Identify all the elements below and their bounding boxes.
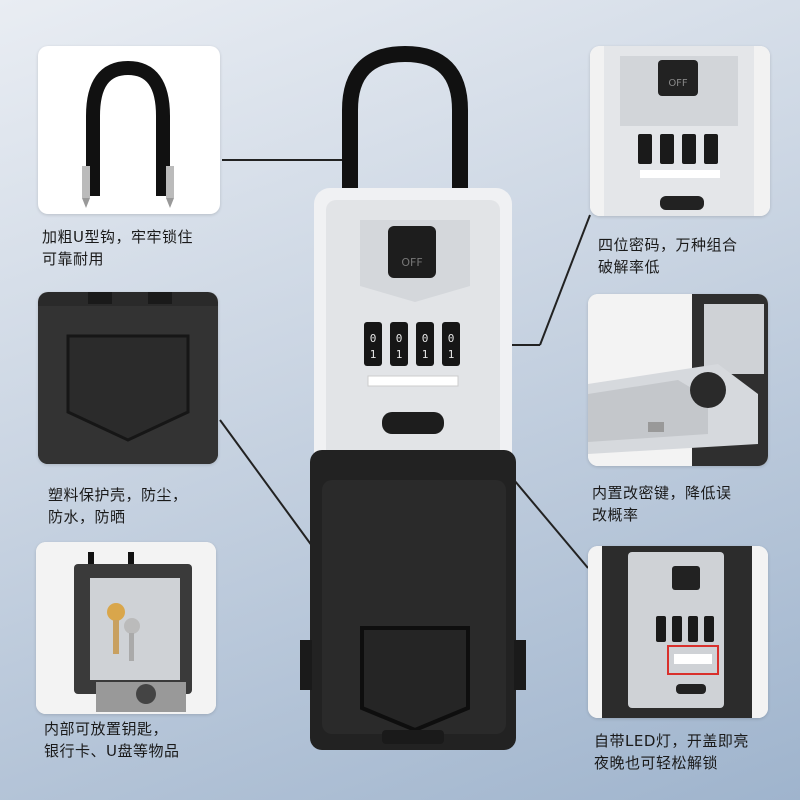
dial-3-digit: 0 xyxy=(422,332,429,345)
reset-key-image xyxy=(588,294,768,466)
dial-4-digit-below: 1 xyxy=(448,348,455,361)
interior-storage-image xyxy=(36,542,216,714)
led-caption-line2: 夜晚也可轻松解锁 xyxy=(594,754,719,772)
dial-3-digit-below: 1 xyxy=(422,348,429,361)
off-knob xyxy=(388,226,436,278)
led-card xyxy=(588,546,768,718)
combination-caption: 四位密码，万种组合 破解率低 xyxy=(598,234,738,278)
shackle xyxy=(342,45,468,190)
storage-caption: 内部可放置钥匙， 银行卡、U盘等物品 xyxy=(44,718,179,762)
reset-card xyxy=(588,294,768,466)
shackle-card xyxy=(38,46,220,214)
cover-release-button xyxy=(382,412,444,434)
dial-2-digit: 0 xyxy=(396,332,403,345)
cover-card xyxy=(38,292,218,464)
led-light-image xyxy=(588,546,768,718)
key-lock-box-image: OFF 0 0 0 0 1 1 1 1 xyxy=(300,45,526,750)
combination-card: OFF xyxy=(590,46,770,216)
combination-dial-image: OFF xyxy=(590,46,770,216)
cover-caption: 塑料保护壳，防尘， 防水，防晒 xyxy=(48,484,188,528)
combination-caption-line1: 四位密码，万种组合 xyxy=(598,236,738,254)
storage-caption-line2: 银行卡、U盘等物品 xyxy=(44,742,180,760)
shackle-caption: 加粗U型钩，牢牢锁住 可靠耐用 xyxy=(42,226,193,270)
dial-1-digit: 0 xyxy=(370,332,377,345)
shackle-caption-line2: 可靠耐用 xyxy=(42,250,105,268)
u-shackle-image xyxy=(82,60,174,208)
storage-caption-line1: 内部可放置钥匙， xyxy=(44,720,169,738)
protective-cover-image xyxy=(38,292,218,464)
led-strip xyxy=(367,375,459,387)
combination-caption-line2: 破解率低 xyxy=(598,258,661,276)
shackle-caption-line1: 加粗U型钩，牢牢锁住 xyxy=(42,228,193,246)
cover-caption-line1: 塑料保护壳，防尘， xyxy=(48,486,188,504)
reset-caption-line1: 内置改密键，降低误 xyxy=(592,484,732,502)
reset-caption: 内置改密键，降低误 改概率 xyxy=(592,482,732,526)
dial-4-digit: 0 xyxy=(448,332,455,345)
combination-dial-row xyxy=(364,322,460,366)
dial-2-digit-below: 1 xyxy=(396,348,403,361)
led-caption: 自带LED灯，开盖即亮 夜晚也可轻松解锁 xyxy=(594,730,749,774)
cover-caption-line2: 防水，防晒 xyxy=(48,508,126,526)
reset-caption-line2: 改概率 xyxy=(592,506,639,524)
dial-1-digit-below: 1 xyxy=(370,348,377,361)
storage-card xyxy=(36,542,216,714)
led-caption-line1: 自带LED灯，开盖即亮 xyxy=(594,732,749,750)
combination-dials xyxy=(638,134,718,164)
off-knob-label: OFF xyxy=(401,256,422,269)
combination-knob-label: OFF xyxy=(668,78,688,89)
